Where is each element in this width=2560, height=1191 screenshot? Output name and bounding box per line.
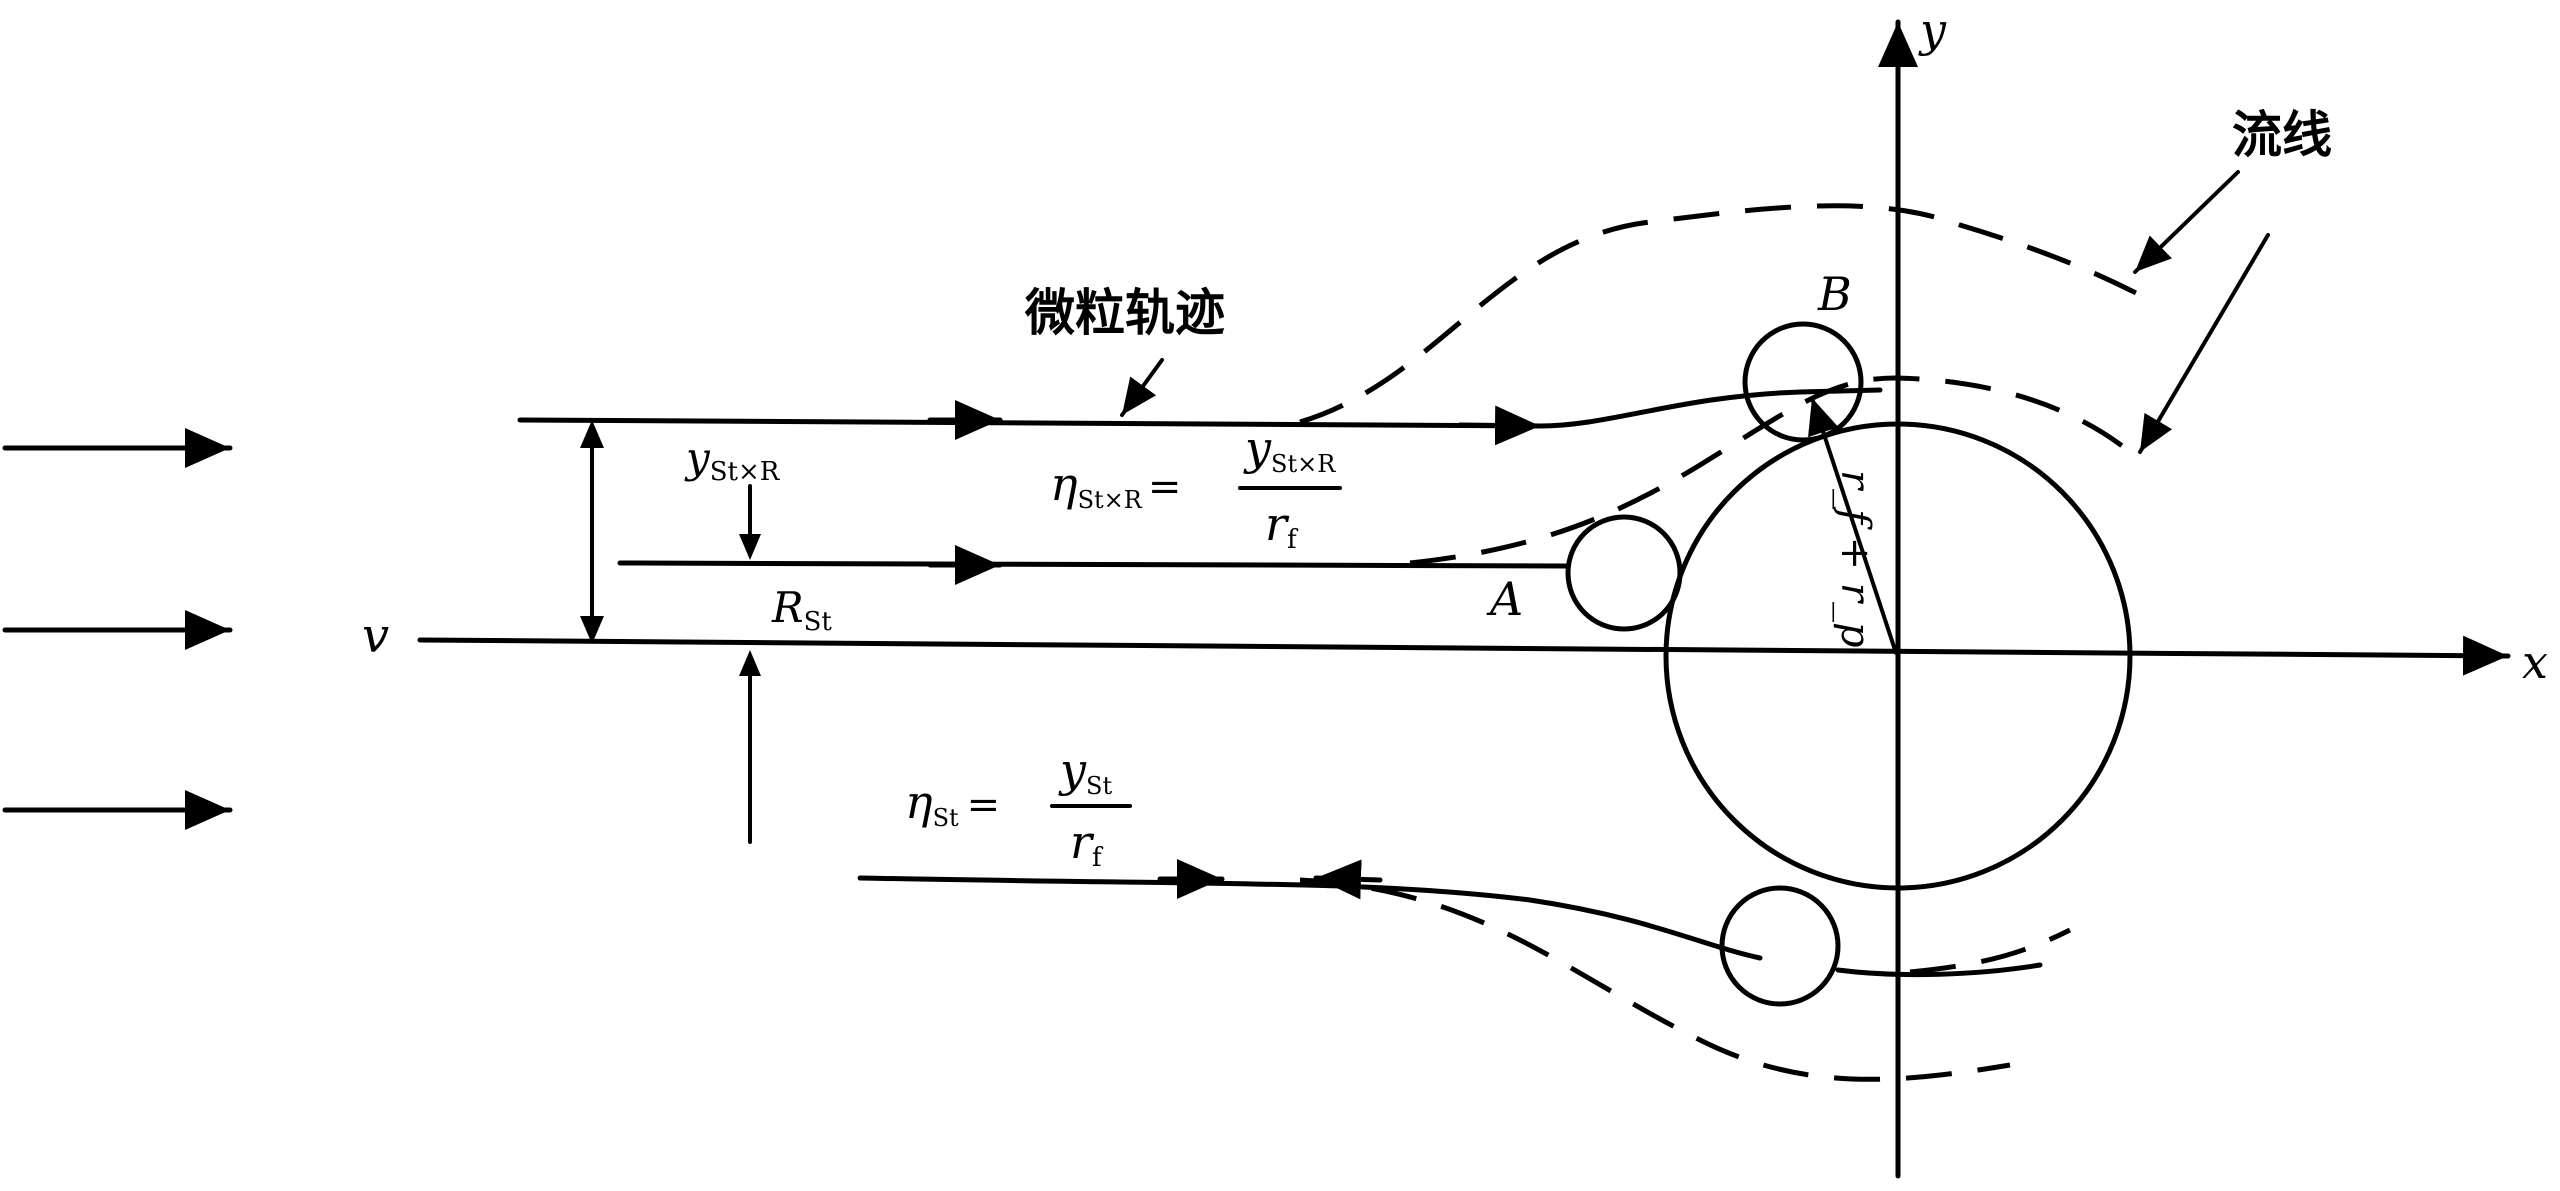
x-axis bbox=[417, 635, 2511, 676]
eta-st-r-lhs: ηSt×R= bbox=[1050, 457, 1181, 514]
streamline-label: 流线 bbox=[2232, 106, 2332, 164]
trajectory-lower-tail bbox=[1835, 962, 2043, 978]
axes: x y v bbox=[362, 3, 2548, 1179]
y-st-r-label: ySt×R bbox=[684, 433, 781, 487]
eta-st-numerator: ySt bbox=[1058, 743, 1112, 800]
collector-fiber bbox=[1663, 421, 2133, 891]
trajectory-middle bbox=[617, 560, 1570, 569]
velocity-label: v bbox=[362, 608, 389, 664]
particle-trajectories bbox=[517, 387, 2043, 978]
incoming-flow-arrows bbox=[2, 428, 233, 830]
r-st-label: RSt bbox=[771, 583, 832, 637]
y-axis-label: y bbox=[1918, 3, 1947, 57]
eta-st-r-numerator: ySt×R bbox=[1243, 421, 1336, 478]
particle-a bbox=[1565, 514, 1683, 632]
point-b-label: B bbox=[1817, 267, 1852, 321]
streamline-middle bbox=[1409, 375, 2137, 566]
trajectory-arrow bbox=[1313, 859, 1383, 900]
x-axis-label: x bbox=[2522, 635, 2548, 689]
eta-st-lhs: ηSt= bbox=[905, 775, 1000, 832]
eta-st-r-denominator: rf bbox=[1265, 497, 1299, 555]
particles bbox=[1565, 321, 1864, 1007]
streamline-lower-inner bbox=[1909, 927, 2072, 975]
eta-st-formula: ηSt= ySt rf bbox=[905, 743, 1132, 873]
trajectory-label: 微粒轨迹 bbox=[1024, 284, 1225, 342]
dimension-arrowhead bbox=[580, 616, 604, 644]
dimension-arrowhead bbox=[739, 650, 761, 676]
streamline-upper bbox=[1299, 203, 2142, 425]
eta-st-r-formula: ηSt×R= ySt×R rf bbox=[1050, 421, 1342, 555]
point-a-label: A bbox=[1486, 572, 1523, 626]
dimension-arrowhead bbox=[580, 420, 604, 448]
streamline-leader-upper bbox=[2133, 170, 2240, 274]
trajectory-lower bbox=[857, 875, 1763, 961]
trajectory-leader bbox=[1120, 358, 1164, 417]
streamline-leader-lower bbox=[2138, 233, 2270, 454]
y-st-r-dimension: ySt×R bbox=[580, 420, 781, 644]
eta-st-denominator: rf bbox=[1070, 815, 1104, 873]
particle-b bbox=[1742, 321, 1864, 443]
trajectory-upper bbox=[517, 387, 1883, 429]
radius-label: r_f + r_p bbox=[1832, 470, 1878, 648]
dimension-arrowhead bbox=[739, 534, 761, 560]
radius-line bbox=[1808, 396, 1898, 655]
r-st-dimension: RSt bbox=[739, 484, 832, 844]
trajectory-label-group: 微粒轨迹 bbox=[1024, 284, 1225, 417]
streamlines bbox=[1299, 203, 2142, 1082]
particle-lower bbox=[1719, 885, 1841, 1007]
streamline-label-group: 流线 bbox=[2133, 106, 2332, 454]
streamline-lower bbox=[1299, 877, 2011, 1082]
trajectory-arrow bbox=[1457, 405, 1543, 446]
